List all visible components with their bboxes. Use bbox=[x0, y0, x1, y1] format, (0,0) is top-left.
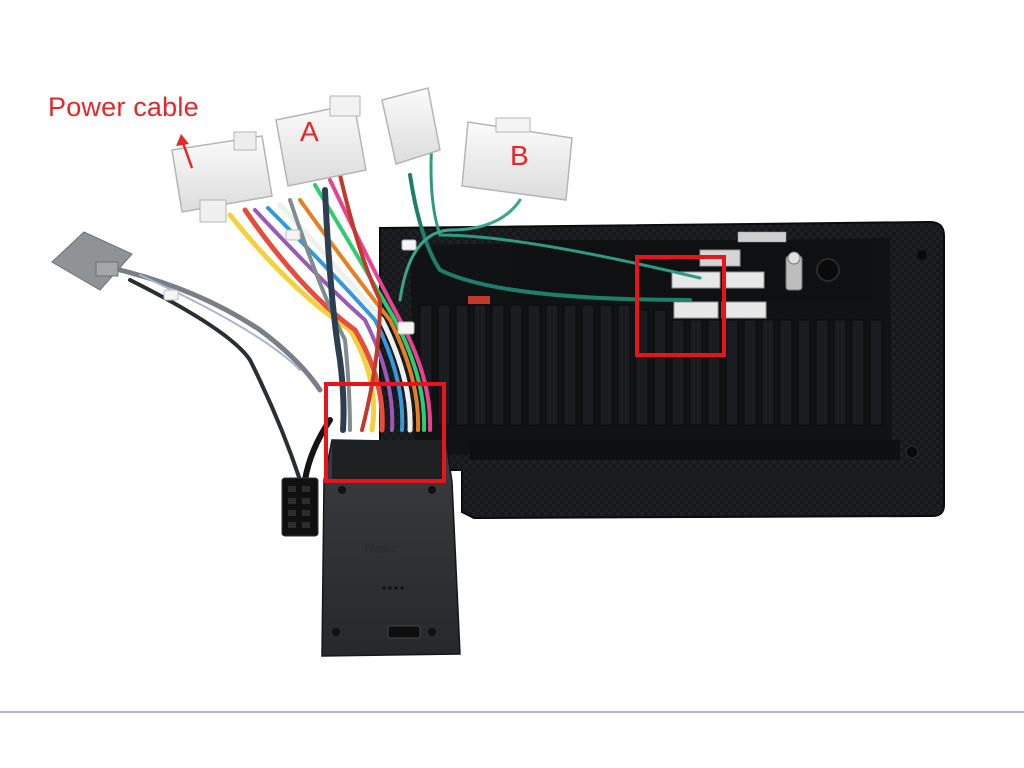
power-cable-label: Power cable bbox=[48, 92, 199, 122]
connector-a-label: A bbox=[300, 116, 319, 147]
power-cable-connector bbox=[171, 131, 273, 223]
connector-small bbox=[381, 87, 441, 165]
wire-bundle bbox=[117, 138, 702, 483]
rear-port-highlight-box bbox=[635, 255, 726, 357]
cable-ties bbox=[163, 229, 417, 335]
grey-connector bbox=[51, 231, 133, 291]
black-connector bbox=[281, 477, 319, 537]
bottom-divider bbox=[0, 711, 1024, 713]
arrow-up-left-icon bbox=[176, 134, 194, 169]
decoder-brand-label: Rake bbox=[364, 540, 400, 556]
connector-b-label: B bbox=[510, 140, 529, 171]
connector-b bbox=[461, 117, 573, 201]
harness-highlight-box bbox=[324, 382, 446, 483]
decoder-box bbox=[321, 439, 461, 657]
connector-a bbox=[275, 95, 367, 187]
